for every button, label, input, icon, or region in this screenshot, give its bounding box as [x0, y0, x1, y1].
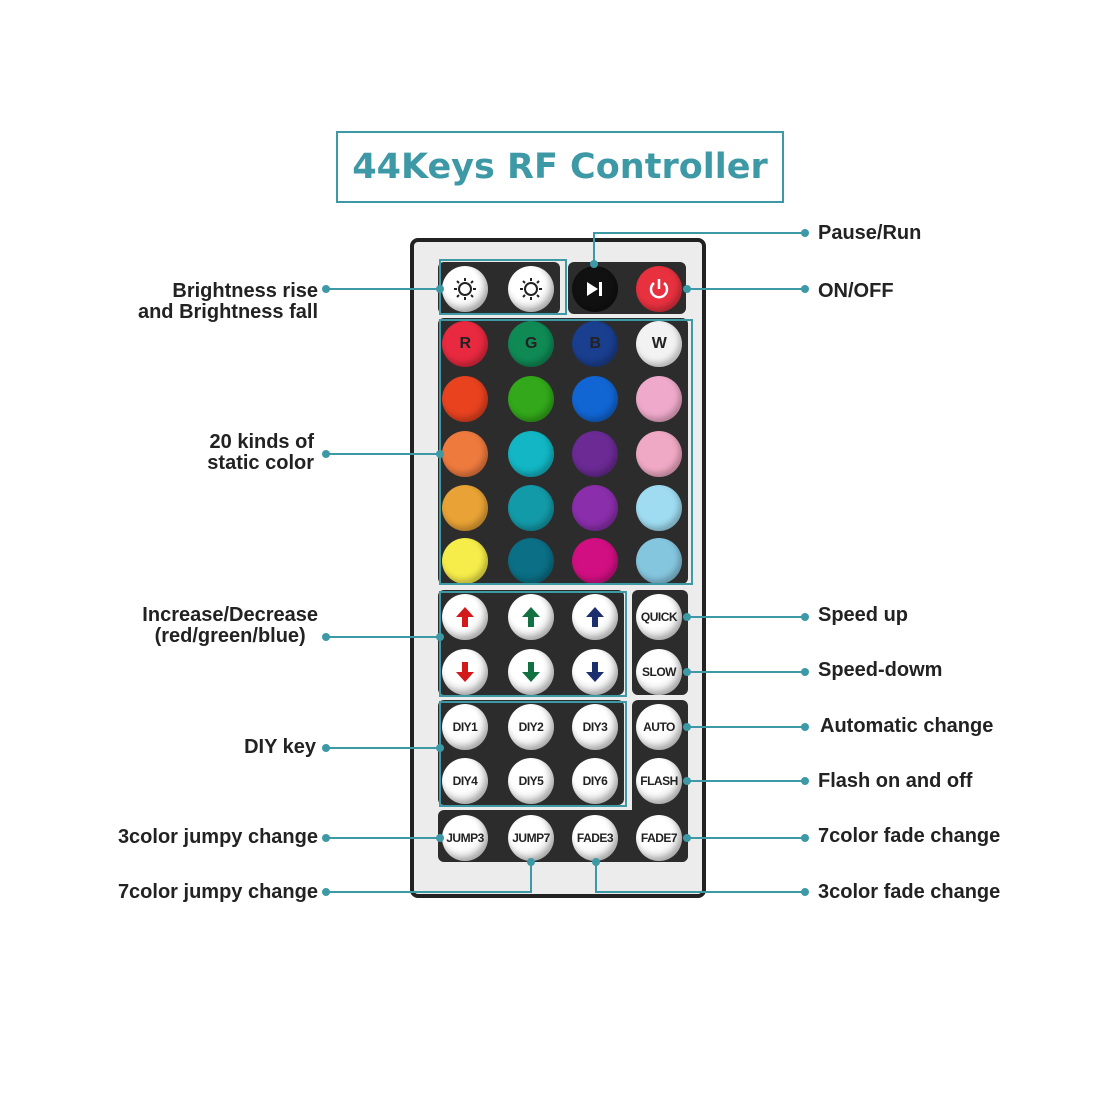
diy4-button[interactable]: DIY4 — [442, 758, 488, 804]
color-button-2-label: G — [525, 335, 537, 352]
color-button-15[interactable] — [572, 485, 618, 531]
blue-up-button[interactable] — [572, 594, 618, 640]
color-button-10[interactable] — [508, 431, 554, 477]
color-button-6[interactable] — [508, 376, 554, 422]
arrow-down-icon — [586, 662, 604, 682]
color-button-1[interactable]: R — [442, 321, 488, 367]
play-pause-button[interactable] — [572, 266, 618, 312]
slow-button-label: SLOW — [642, 665, 677, 679]
label-flash: Flash on and off — [818, 770, 973, 792]
arrow-up-icon — [522, 607, 540, 627]
label-static-color: 20 kinds of static color — [207, 431, 314, 474]
color-button-16[interactable] — [636, 485, 682, 531]
diy6-button[interactable]: DIY6 — [572, 758, 618, 804]
label-auto: Automatic change — [820, 715, 994, 737]
diy1-button[interactable]: DIY1 — [442, 704, 488, 750]
label-speed-down: Speed-dowm — [818, 659, 943, 681]
jump7-button[interactable]: JUMP7 — [508, 815, 554, 861]
diy3-button-label: DIY3 — [582, 720, 608, 734]
slow-button[interactable]: SLOW — [636, 649, 682, 695]
auto-button[interactable]: AUTO — [636, 704, 682, 750]
color-button-14[interactable] — [508, 485, 554, 531]
jump3-button-label: JUMP3 — [446, 831, 484, 845]
color-button-11[interactable] — [572, 431, 618, 477]
color-button-19[interactable] — [572, 538, 618, 584]
diy3-button[interactable]: DIY3 — [572, 704, 618, 750]
brightness-up-button[interactable] — [442, 266, 488, 312]
color-button-3[interactable]: B — [572, 321, 618, 367]
diy6-button-label: DIY6 — [582, 774, 608, 788]
arrow-up-icon — [586, 607, 604, 627]
auto-button-label: AUTO — [643, 720, 675, 734]
diy5-button[interactable]: DIY5 — [508, 758, 554, 804]
fade7-button[interactable]: FADE7 — [636, 815, 682, 861]
color-button-2[interactable]: G — [508, 321, 554, 367]
jump7-button-label: JUMP7 — [512, 831, 550, 845]
color-button-17[interactable] — [442, 538, 488, 584]
label-speed-up: Speed up — [818, 604, 909, 626]
label-on-off: ON/OFF — [818, 280, 894, 302]
label-3color-fade: 3color fade change — [818, 881, 1001, 903]
brightness-down-button[interactable] — [508, 266, 554, 312]
color-button-7[interactable] — [572, 376, 618, 422]
fade7-button-label: FADE7 — [640, 831, 678, 845]
flash-button[interactable]: FLASH — [636, 758, 682, 804]
color-button-13[interactable] — [442, 485, 488, 531]
diy5-button-label: DIY5 — [518, 774, 544, 788]
label-diy: DIY key — [244, 736, 316, 758]
power-button[interactable] — [636, 266, 682, 312]
color-button-9[interactable] — [442, 431, 488, 477]
quick-button-label: QUICK — [640, 610, 678, 624]
color-button-4[interactable]: W — [636, 321, 682, 367]
label-increase-decrease: Increase/Decrease (red/green/blue) — [142, 604, 318, 647]
green-up-button[interactable] — [508, 594, 554, 640]
flash-button-label: FLASH — [640, 774, 678, 788]
color-button-1-label: R — [459, 335, 471, 352]
play-pause-icon — [587, 282, 602, 296]
color-button-18[interactable] — [508, 538, 554, 584]
diy2-button[interactable]: DIY2 — [508, 704, 554, 750]
label-pause-run: Pause/Run — [818, 222, 922, 244]
arrow-down-icon — [456, 662, 474, 682]
title: 44Keys RF Controller — [336, 131, 784, 203]
diy2-button-label: DIY2 — [518, 720, 544, 734]
fade3-button-label: FADE3 — [576, 831, 614, 845]
color-button-8[interactable] — [636, 376, 682, 422]
brightness-down-icon — [520, 278, 542, 300]
arrow-down-icon — [522, 662, 540, 682]
quick-button[interactable]: QUICK — [636, 594, 682, 640]
color-button-4-label: W — [651, 335, 667, 352]
diy1-button-label: DIY1 — [452, 720, 478, 734]
color-button-5[interactable] — [442, 376, 488, 422]
red-down-button[interactable] — [442, 649, 488, 695]
jump3-button[interactable]: JUMP3 — [442, 815, 488, 861]
color-button-20[interactable] — [636, 538, 682, 584]
red-up-button[interactable] — [442, 594, 488, 640]
fade3-button[interactable]: FADE3 — [572, 815, 618, 861]
label-3color-jumpy: 3color jumpy change — [117, 826, 318, 848]
label-7color-jumpy: 7color jumpy change — [117, 881, 318, 903]
color-button-12[interactable] — [636, 431, 682, 477]
arrow-up-icon — [456, 607, 474, 627]
diy4-button-label: DIY4 — [452, 774, 478, 788]
brightness-up-icon — [454, 278, 476, 300]
green-down-button[interactable] — [508, 649, 554, 695]
blue-down-button[interactable] — [572, 649, 618, 695]
color-button-3-label: B — [589, 335, 601, 352]
label-7color-fade: 7color fade change — [818, 825, 1001, 847]
label-brightness: Brightness rise and Brightness fall — [137, 280, 318, 323]
power-icon — [649, 279, 669, 299]
